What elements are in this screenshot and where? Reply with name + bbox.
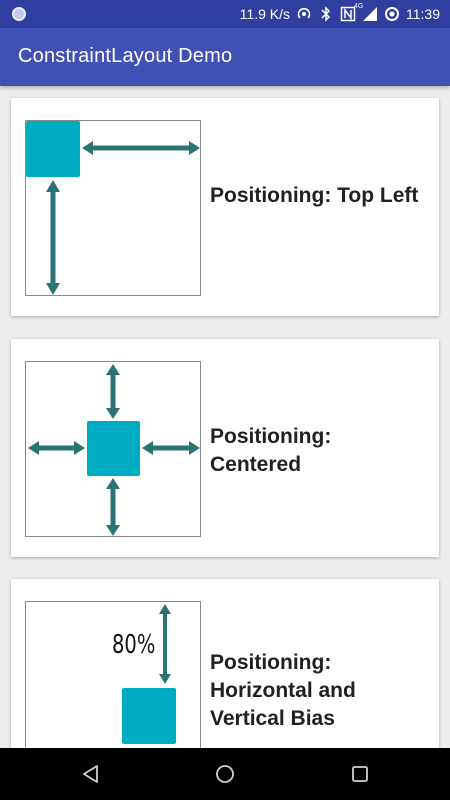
hotspot-icon [296, 6, 312, 22]
app-title: ConstraintLayout Demo [18, 45, 233, 67]
network-speed: 11.9 K/s [239, 6, 290, 22]
nfc-icon [340, 6, 356, 22]
recents-icon[interactable] [348, 762, 372, 786]
app-bar: ConstraintLayout Demo [0, 28, 450, 86]
home-icon[interactable] [213, 762, 237, 786]
demo-list[interactable]: Positioning: Top Left [0, 86, 450, 748]
data-saver-icon [384, 6, 400, 22]
card-label: Positioning: Top Left [210, 184, 419, 207]
positioning-centered-diagram [25, 361, 201, 537]
signal-icon: 4G [354, 3, 378, 22]
notification-dot-icon [12, 7, 26, 21]
card-positioning-top-left[interactable]: Positioning: Top Left [11, 98, 439, 316]
card-label: Positioning: Centered [210, 425, 332, 476]
status-icons: 11.9 K/s 4G 11:39 [240, 0, 440, 28]
bias-percentage-label: 80% [112, 630, 156, 660]
card-label: Positioning: Horizontal and Vertical Bia… [210, 651, 356, 730]
navigation-bar [0, 748, 450, 800]
card-positioning-centered[interactable]: Positioning: Centered [11, 339, 439, 557]
status-bar: 11.9 K/s 4G 11:39 [0, 0, 450, 28]
positioning-bias-diagram: 80% [25, 601, 201, 748]
clock: 11:39 [406, 6, 440, 22]
bluetooth-icon [318, 6, 334, 22]
back-icon[interactable] [79, 762, 103, 786]
positioning-top-left-diagram [25, 120, 201, 296]
card-positioning-bias[interactable]: 80% Positioning: Horizontal and Vertical… [11, 579, 439, 748]
network-type: 4G [354, 3, 364, 10]
